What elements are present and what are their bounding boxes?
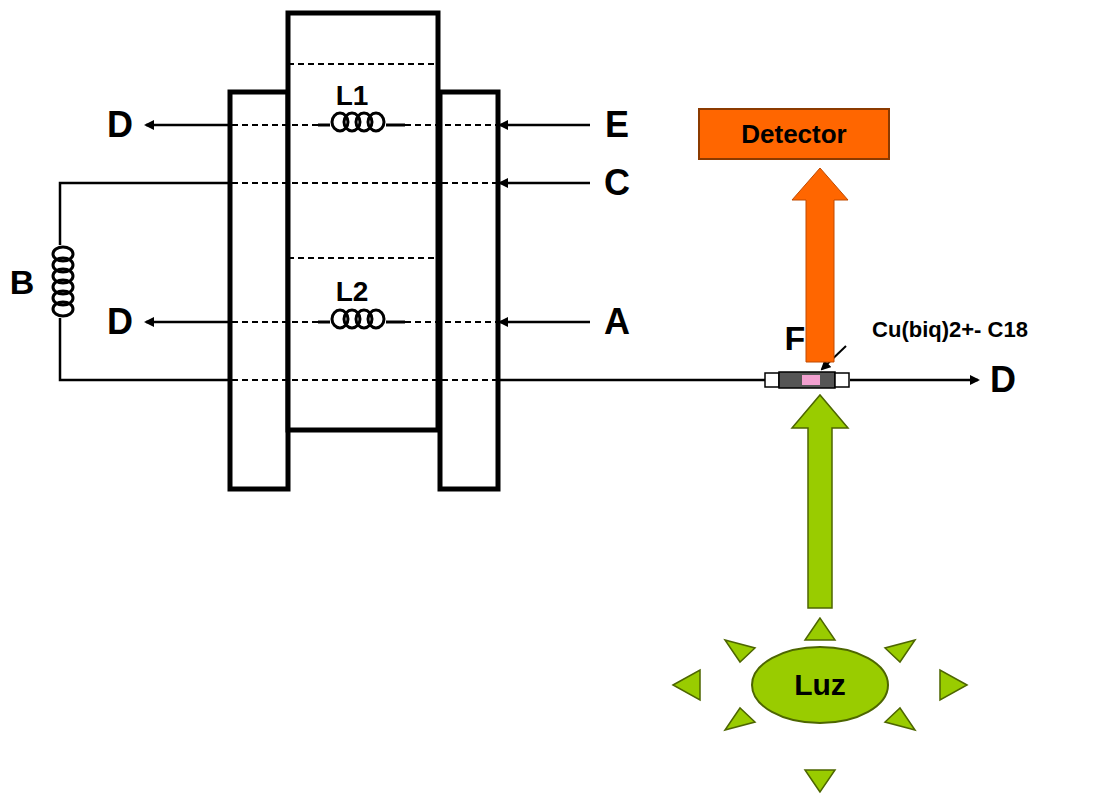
port-label: D (107, 304, 133, 340)
port-label: E (605, 107, 629, 143)
port-label: A (604, 304, 630, 340)
callout-label: Cu(biq)2+- C18 (872, 319, 1028, 341)
coil-label: B (10, 265, 35, 299)
node-text: Luz (794, 670, 846, 700)
port-label: D (107, 107, 133, 143)
node-text: Detector (741, 121, 846, 147)
detector-box: Detector (698, 108, 890, 160)
port-label: C (604, 165, 630, 201)
port-label: D (990, 362, 1016, 398)
light-source: Luz (750, 645, 890, 725)
loop-label: L2 (336, 278, 369, 306)
loop-label: L1 (336, 82, 369, 110)
cell-label: F (785, 321, 806, 355)
